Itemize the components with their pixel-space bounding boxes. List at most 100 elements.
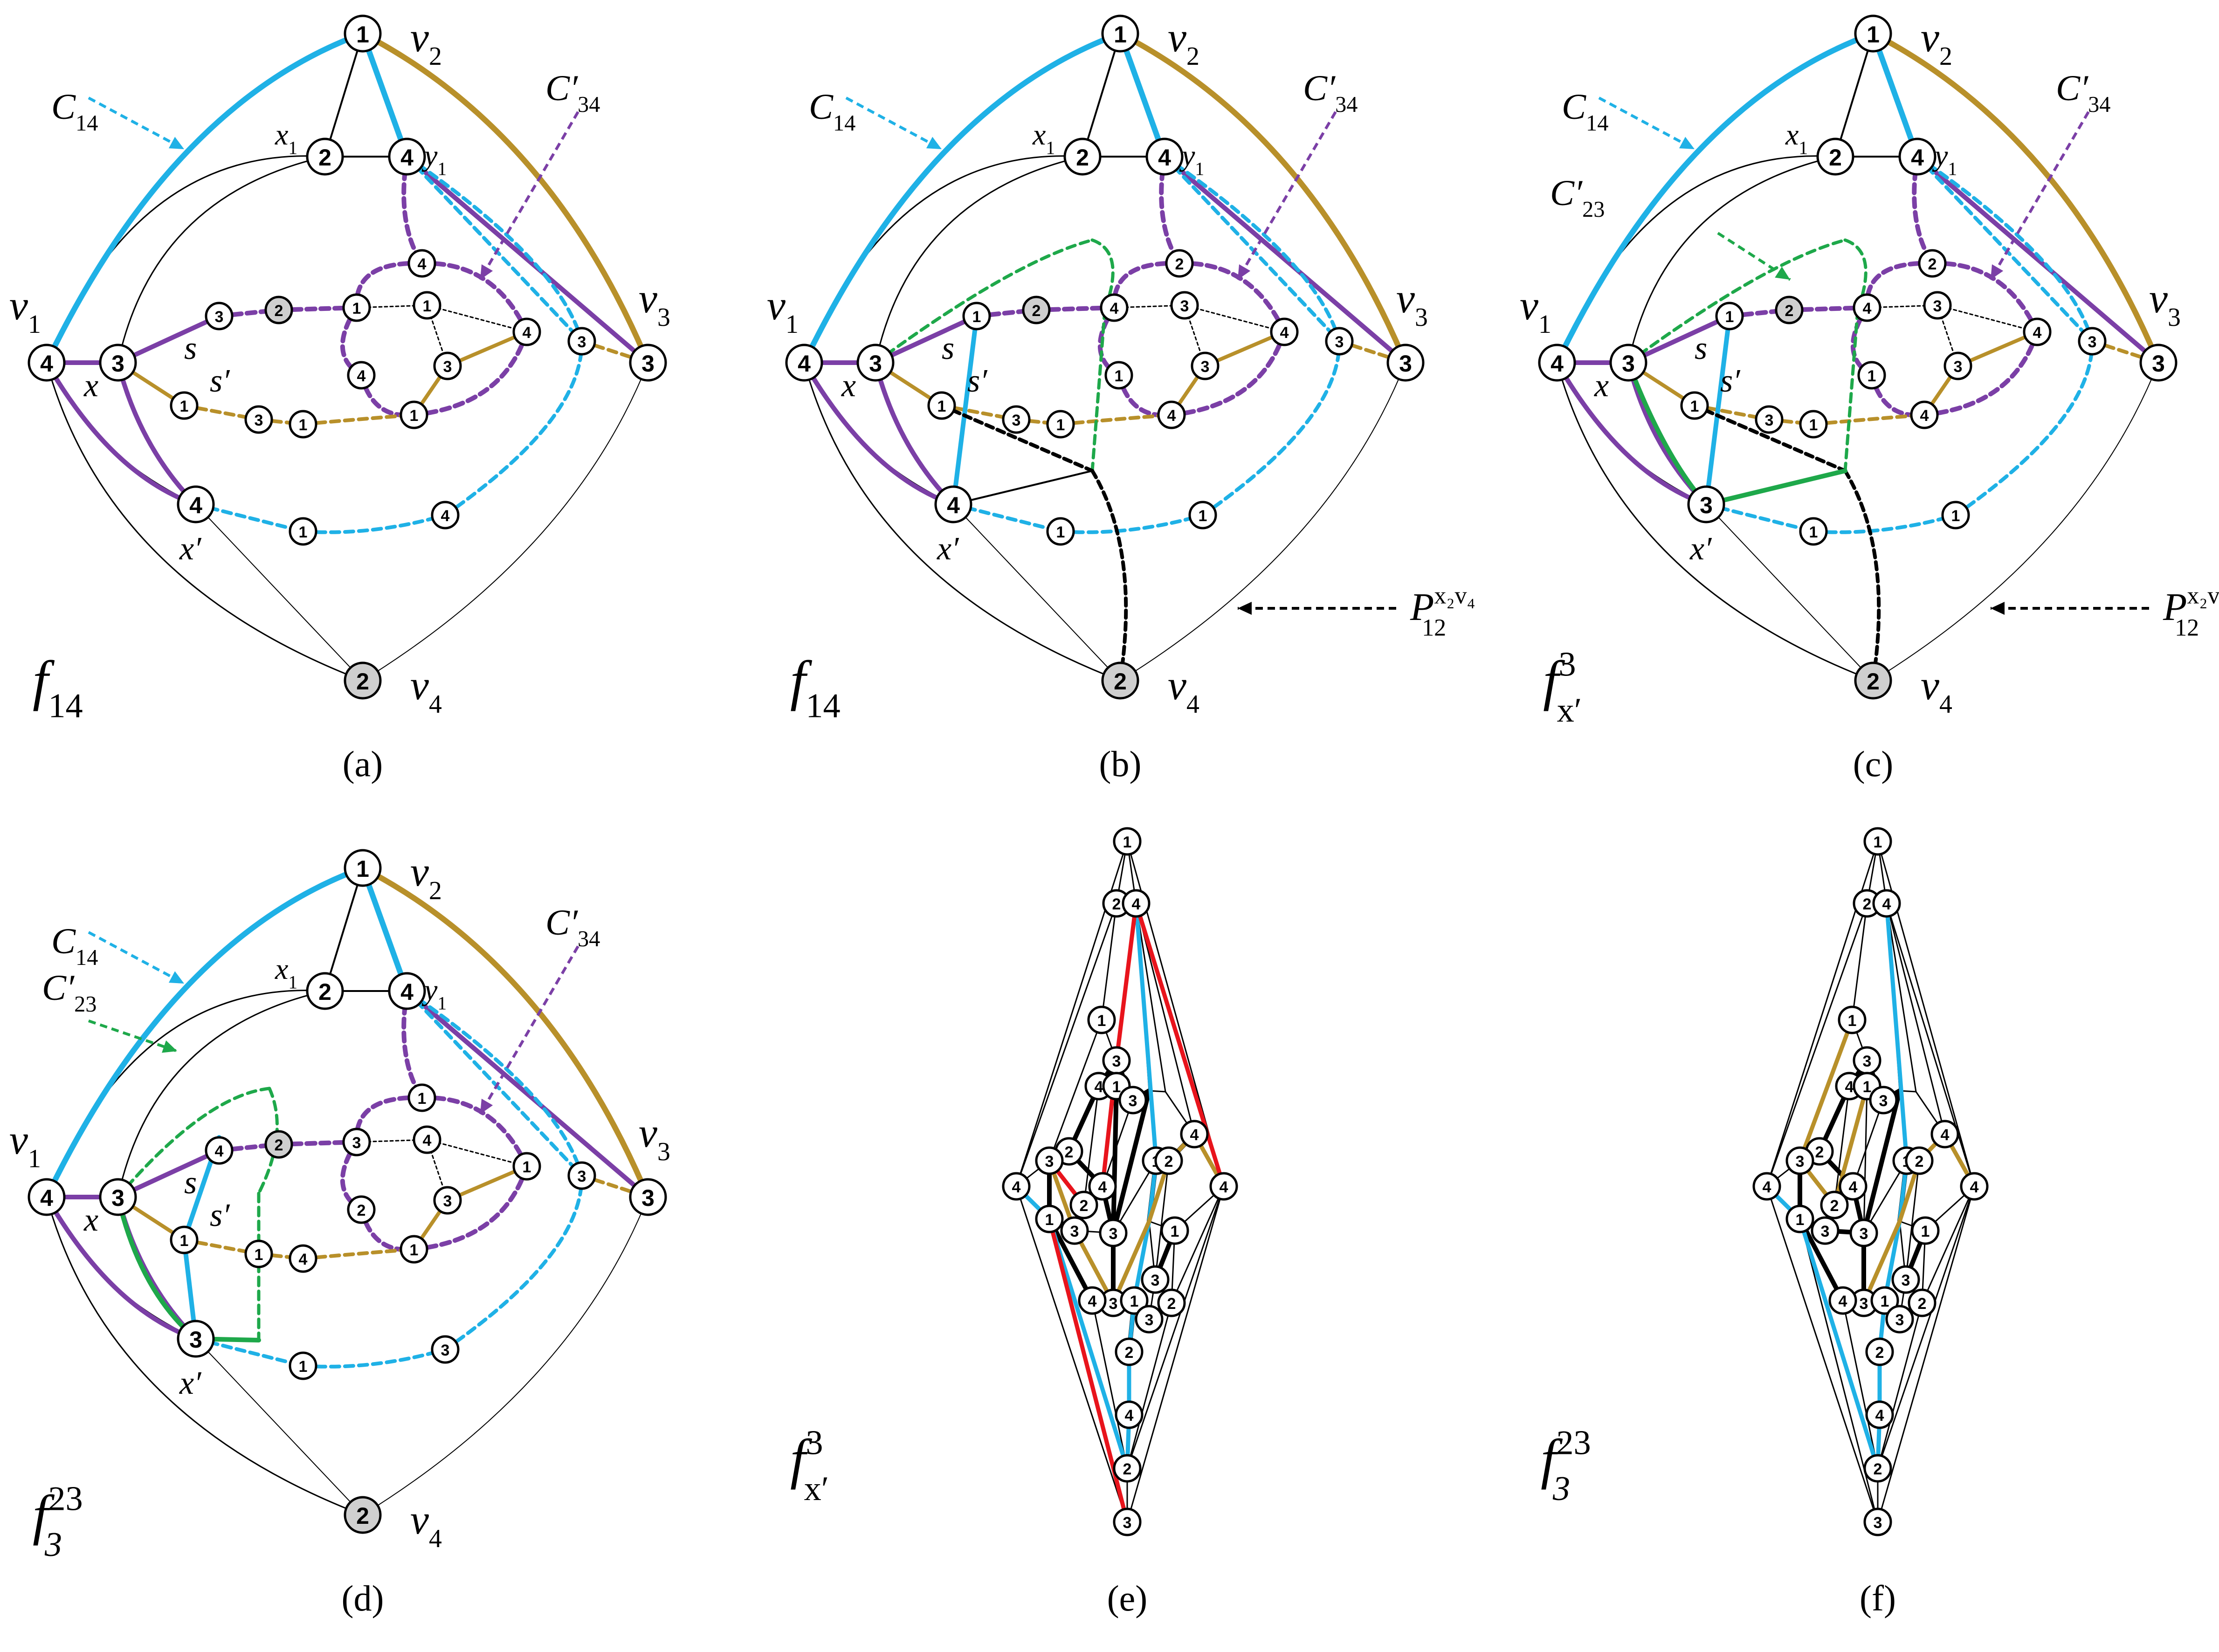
path-P12-arrow-head	[1991, 602, 2005, 615]
vertex: 1	[1120, 1286, 1149, 1315]
vertex: 3	[433, 1186, 462, 1215]
vertex: 1	[1046, 517, 1075, 546]
vertex: 4	[1865, 1400, 1894, 1429]
edge	[1886, 902, 1975, 1187]
face-label: f14	[790, 649, 841, 725]
vertex: 2	[1069, 1191, 1098, 1219]
vertex: 3	[1755, 405, 1784, 434]
label-y1: y1	[1179, 139, 1204, 179]
vertex: 4	[28, 344, 66, 382]
vertex-value: 3	[441, 1342, 450, 1359]
vertex: 1	[1101, 14, 1139, 53]
cycle-C34-edge	[1169, 330, 1287, 417]
vertex-value: 3	[1622, 351, 1635, 377]
label-v1: v1	[9, 282, 41, 339]
vertex-value: 3	[1860, 1295, 1868, 1313]
vertex: 3	[1191, 351, 1220, 380]
C23-arrow-head	[162, 1040, 177, 1053]
vertex: 4	[1910, 400, 1939, 429]
edge	[1126, 1185, 1225, 1469]
purple-edge	[405, 154, 650, 365]
edge	[1921, 1185, 1975, 1304]
vertex-value: 4	[1110, 300, 1119, 317]
edge	[1766, 1185, 1879, 1523]
vertex: 3	[1853, 1046, 1881, 1075]
vertex: 1	[170, 391, 199, 420]
vertex-value: 2	[1785, 302, 1794, 320]
vertex-value: 4	[1845, 1078, 1854, 1096]
vertex-value: 1	[255, 1246, 263, 1264]
vertex-value: 1	[299, 416, 308, 434]
vertex-value: 3	[1933, 297, 1942, 315]
purple-edge	[44, 360, 198, 507]
vertex-value: 1	[1796, 1211, 1805, 1229]
outer-edge	[46, 1196, 364, 1516]
vertex: 3	[629, 1178, 667, 1216]
vertex: 3	[99, 344, 137, 382]
vertex-value: 3	[1700, 492, 1713, 518]
edge	[195, 504, 363, 681]
vertex-value: 3	[578, 333, 586, 351]
vertex-value: 3	[1180, 297, 1189, 315]
C34-arrow-head	[1238, 264, 1251, 280]
cycle-C34-edge	[1930, 261, 2040, 334]
vertex-value: 1	[423, 297, 432, 315]
C14-arrow-head	[168, 971, 184, 984]
label-sp: s′	[967, 363, 988, 399]
vertex: 3	[1943, 351, 1972, 380]
vertex-value: 3	[1765, 412, 1774, 429]
vertex-value: 4	[1167, 407, 1176, 425]
vertex: 1	[289, 410, 317, 439]
vertex: 3	[1687, 485, 1725, 523]
vertex: 1	[1785, 1205, 1814, 1233]
edge	[953, 504, 1121, 681]
label-v2: v2	[410, 849, 442, 905]
vertex: 1	[1046, 410, 1075, 439]
vertex: 4	[1100, 293, 1129, 322]
vertex: 1	[1870, 1286, 1899, 1315]
edge	[117, 156, 326, 364]
vertex: 1	[1857, 361, 1886, 390]
vertex-value: 1	[1809, 416, 1818, 434]
vertex: 4	[431, 501, 460, 530]
gold-edge	[1798, 1018, 1854, 1163]
vertex: 4	[413, 1125, 441, 1154]
edge	[1834, 33, 1874, 158]
vertex: 3	[1113, 1507, 1142, 1536]
label-x: x	[83, 1202, 98, 1238]
vertex: 2	[344, 661, 382, 700]
vertex: 2	[264, 296, 293, 324]
vertex-value: 1	[356, 21, 369, 48]
vertex: 3	[205, 302, 234, 330]
vertex-value: 3	[1879, 1092, 1888, 1110]
vertex: 3	[99, 1178, 137, 1216]
vertex: 1	[1941, 501, 1970, 530]
label-C34: C′34	[1303, 68, 1358, 117]
cycle-C34-edge	[354, 1095, 424, 1144]
vertex: 4	[1872, 889, 1901, 918]
label-v1: v1	[1520, 282, 1551, 339]
vertex-value: 2	[1918, 1295, 1927, 1313]
vertex-value: 4	[523, 324, 531, 342]
cycle-C14-edge	[1870, 31, 1920, 159]
vertex-value: 1	[1045, 1211, 1054, 1229]
cycle-C34-edge	[354, 261, 424, 310]
vertex-value: 4	[189, 492, 202, 518]
vertex: 2	[306, 138, 344, 176]
label-sp: s′	[210, 1198, 230, 1233]
edge	[1833, 1085, 1850, 1206]
vertex: 1	[927, 391, 956, 420]
vertex: 2	[1101, 661, 1139, 700]
panel-f: 1241324133243133124312412342344f233(f)	[1541, 827, 1989, 1618]
vertex-value: 2	[1875, 1344, 1884, 1362]
vertex-value: 2	[1830, 1197, 1839, 1215]
panel-caption: (b)	[1099, 743, 1142, 784]
cyan-dashed-edge	[405, 155, 584, 343]
C34-arrow-head	[1991, 264, 2004, 280]
green-dashed-edge	[1090, 238, 1115, 312]
vertex: 4	[1960, 1172, 1989, 1201]
